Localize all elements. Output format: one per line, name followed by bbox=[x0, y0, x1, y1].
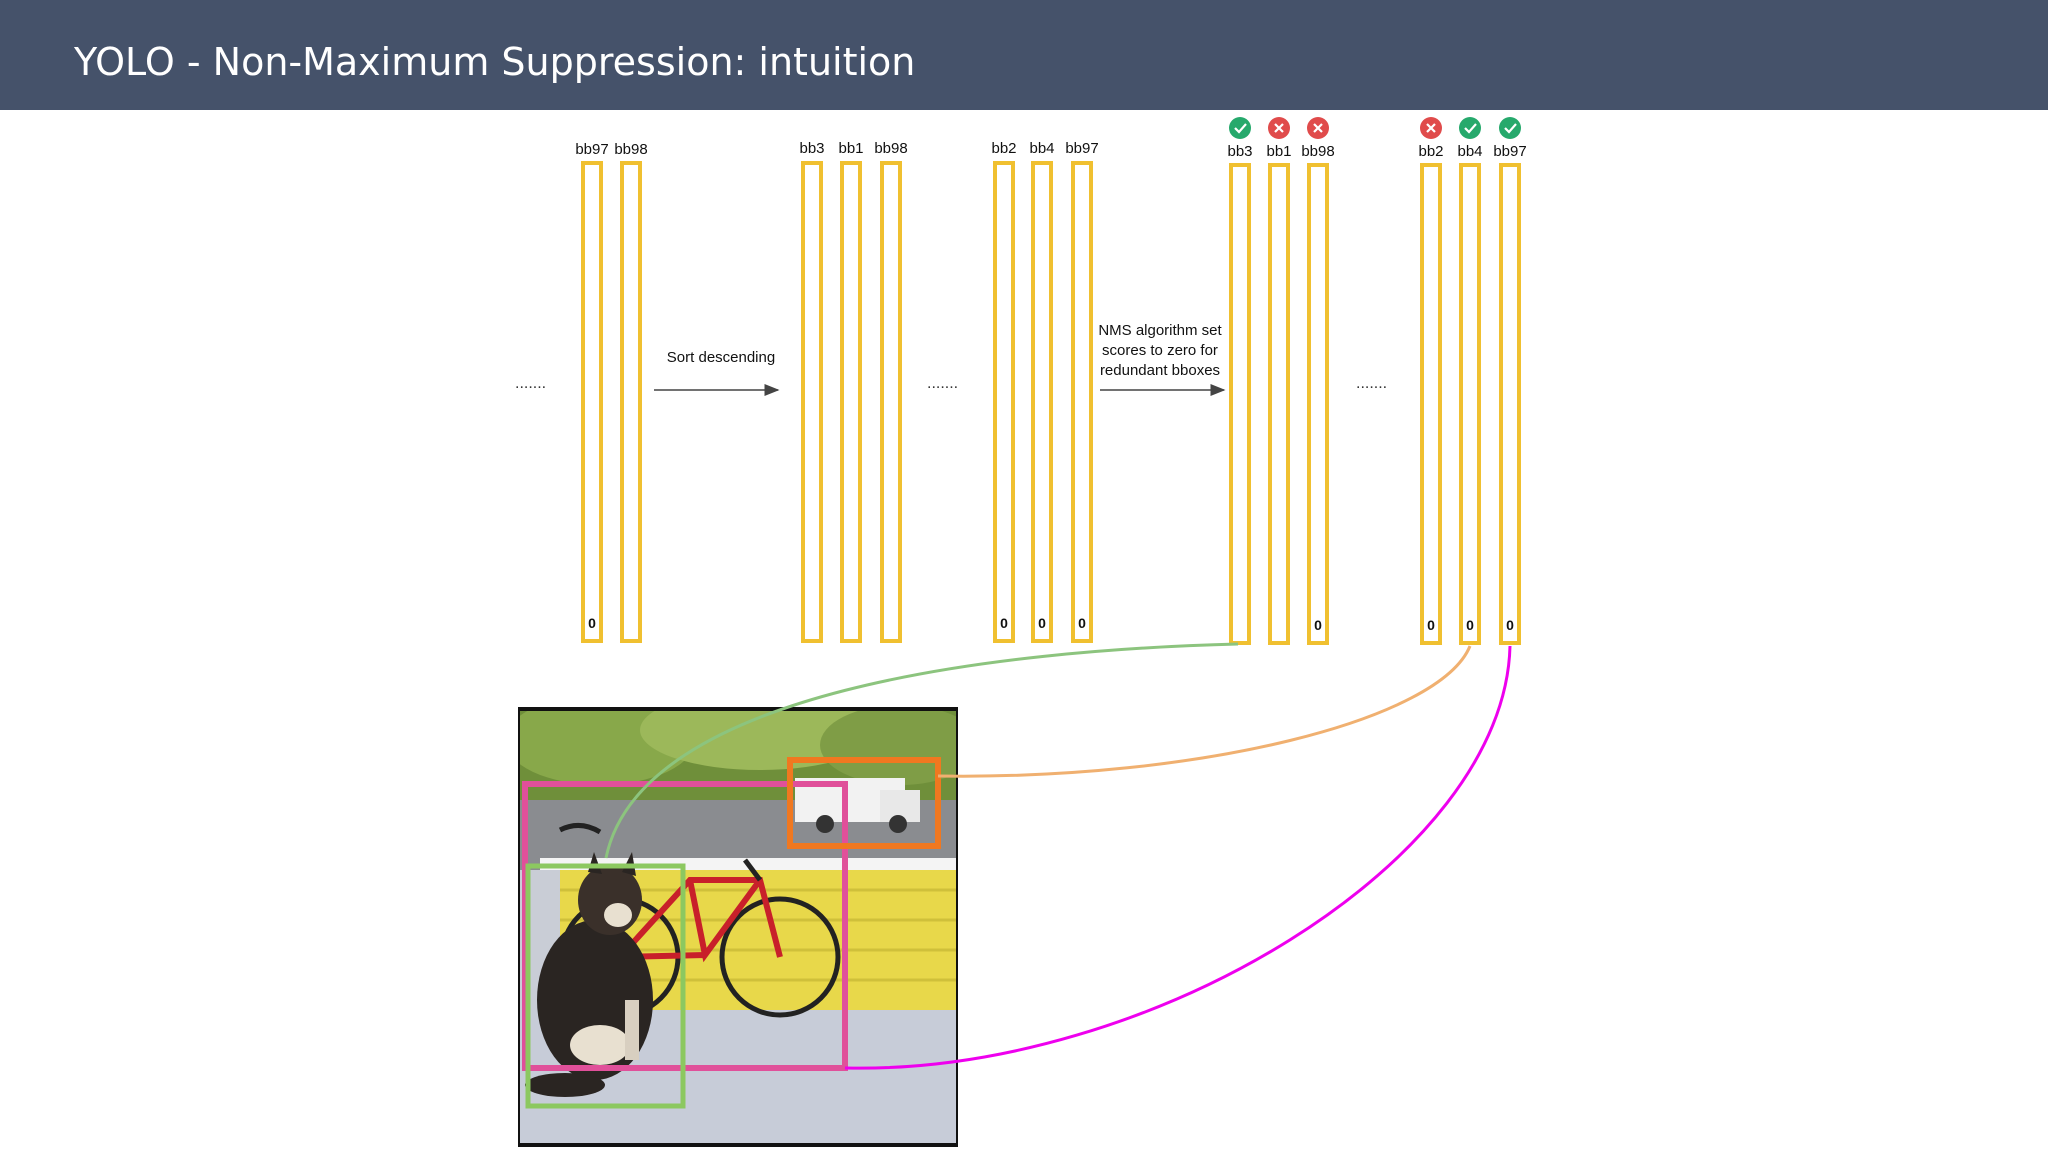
check-mark bbox=[1464, 123, 1477, 134]
score-vector-bar bbox=[1459, 163, 1481, 645]
bbox-label: bb98 bbox=[1301, 143, 1334, 160]
bbox-label: bb1 bbox=[1266, 143, 1291, 160]
slide-title: YOLO - Non-Maximum Suppression: intuitio… bbox=[74, 40, 916, 84]
check-icon bbox=[1499, 117, 1521, 139]
ellipsis-1: ....... bbox=[515, 375, 546, 392]
link-bb97-bicycle bbox=[844, 645, 1512, 1070]
slide-header: YOLO - Non-Maximum Suppression: intuitio… bbox=[0, 0, 2048, 110]
zero-score: 0 bbox=[588, 615, 596, 631]
check-icon bbox=[1229, 117, 1251, 139]
bbox-label: bb4 bbox=[1029, 140, 1054, 157]
cross-mark bbox=[1313, 123, 1323, 133]
score-vector-bar bbox=[993, 161, 1015, 643]
bbox-label: bb97 bbox=[1065, 140, 1098, 157]
cross-mark bbox=[1274, 123, 1284, 133]
score-vector-bar bbox=[801, 161, 823, 643]
score-vector-bar bbox=[1499, 163, 1521, 645]
bbox-label: bb2 bbox=[1418, 143, 1443, 160]
score-vector-bar bbox=[1229, 163, 1251, 645]
bbox-label: bb1 bbox=[838, 140, 863, 157]
zero-score: 0 bbox=[1314, 617, 1322, 633]
ellipsis-2: ....... bbox=[927, 375, 958, 392]
score-vector-bar bbox=[880, 161, 902, 643]
zero-score: 0 bbox=[1466, 617, 1474, 633]
bbox-label: bb4 bbox=[1457, 143, 1482, 160]
zero-score: 0 bbox=[1078, 615, 1086, 631]
bbox-label: bb98 bbox=[874, 140, 907, 157]
bbox-dog bbox=[525, 863, 686, 1109]
check-mark bbox=[1234, 123, 1247, 134]
score-vector-bar bbox=[1268, 163, 1290, 645]
link-bb4-truck bbox=[937, 645, 1472, 778]
score-vector-bar bbox=[1031, 161, 1053, 643]
bbox-label: bb97 bbox=[575, 141, 608, 158]
score-vector-bar bbox=[620, 161, 642, 643]
score-vector-bar bbox=[840, 161, 862, 643]
nms-label-line-3: redundant bboxes bbox=[1100, 362, 1220, 379]
cross-mark bbox=[1426, 123, 1436, 133]
score-vector-bar bbox=[1420, 163, 1442, 645]
score-vectors: bb97 0 bb98 bb3 bb1 bb98 bb2 0 bb4 0 bb97 0 bb3 bb1 bb… bbox=[575, 117, 1527, 645]
zero-score: 0 bbox=[1506, 617, 1514, 633]
zero-score: 0 bbox=[1038, 615, 1046, 631]
bbox-label: bb2 bbox=[991, 140, 1016, 157]
dog-bicycle-photo bbox=[518, 707, 958, 1147]
score-vector-bar bbox=[1071, 161, 1093, 643]
link-bb3-dog bbox=[604, 642, 1239, 859]
bbox-label: bb3 bbox=[799, 140, 824, 157]
nms-label-line-1: NMS algorithm set bbox=[1098, 322, 1222, 339]
bbox-label: bb97 bbox=[1493, 143, 1526, 160]
score-vector-bar bbox=[1307, 163, 1329, 645]
bbox-label: bb98 bbox=[614, 141, 647, 158]
score-vector-bar bbox=[581, 161, 603, 643]
nms-label-line-2: scores to zero for bbox=[1102, 342, 1218, 359]
check-icon bbox=[1459, 117, 1481, 139]
ellipsis-3: ....... bbox=[1356, 375, 1387, 392]
bbox-label: bb3 bbox=[1227, 143, 1252, 160]
sort-label: Sort descending bbox=[667, 349, 775, 366]
zero-score: 0 bbox=[1427, 617, 1435, 633]
zero-score: 0 bbox=[1000, 615, 1008, 631]
bbox-truck bbox=[787, 757, 941, 849]
check-mark bbox=[1504, 123, 1517, 134]
